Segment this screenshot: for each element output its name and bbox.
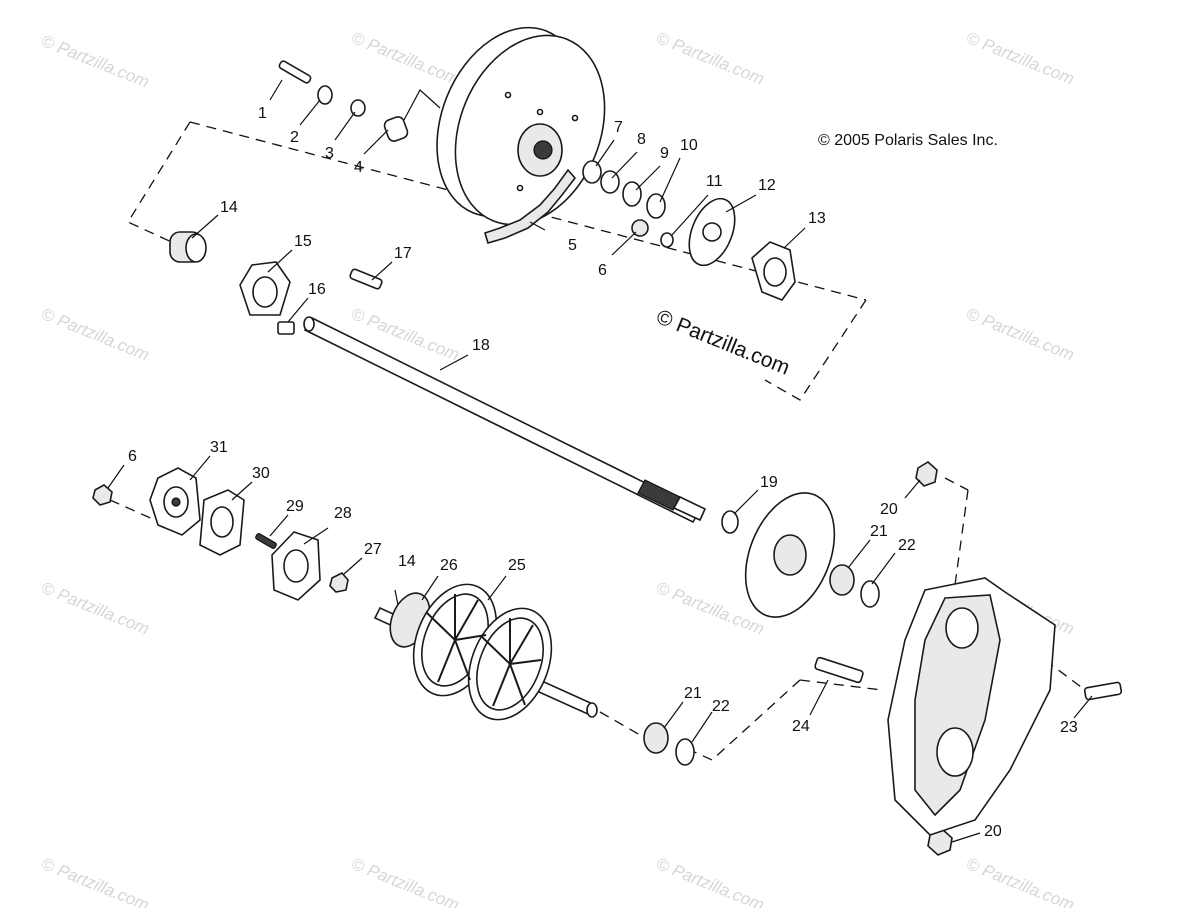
watermark: © Partzilla.com (964, 304, 1077, 365)
callout-31: 31 (210, 439, 228, 456)
jackshaft (303, 316, 707, 524)
watermark: © Partzilla.com (349, 28, 462, 89)
oring-22 (675, 738, 695, 766)
callout-25: 25 (508, 557, 526, 574)
callout-14-lower: 14 (398, 553, 416, 570)
callout-28: 28 (334, 505, 352, 522)
callout-6: 6 (598, 262, 607, 279)
ring-8 (600, 170, 620, 194)
seal-21 (829, 564, 855, 596)
seal-21 (643, 722, 669, 754)
chaincase-upper-bore (945, 607, 979, 649)
callout-14: 14 (220, 199, 238, 216)
callout-20: 20 (880, 501, 898, 518)
bolt-24 (814, 656, 864, 684)
watermark: © Partzilla.com (654, 854, 767, 908)
dash-line (764, 299, 867, 401)
callout-23: 23 (1060, 719, 1078, 736)
leader-lines (107, 79, 1093, 843)
bolt-1 (278, 60, 312, 84)
washer-3 (350, 99, 366, 117)
drive-chain (484, 168, 577, 244)
callout-24: 24 (792, 718, 810, 735)
copyright-notice: © 2005 Polaris Sales Inc. (818, 132, 998, 149)
callout-30: 30 (252, 465, 270, 482)
dash-line (599, 711, 641, 736)
dash-line (689, 679, 801, 761)
watermark: © Partzilla.com (39, 578, 152, 639)
callout-5: 5 (568, 237, 577, 254)
callout-9: 9 (660, 145, 669, 162)
callout-26: 26 (440, 557, 458, 574)
callout-4: 4 (354, 159, 363, 176)
callout-6-lower: 6 (128, 448, 137, 465)
watermark: © Partzilla.com (39, 31, 152, 92)
callout-22: 22 (898, 537, 916, 554)
callout-16: 16 (308, 281, 326, 298)
washer-11 (660, 232, 674, 248)
callout-3: 3 (325, 145, 334, 162)
ring-9 (622, 181, 642, 207)
callout-labels: 1 2 3 4 5 6 7 8 9 10 11 12 13 14 15 16 1… (128, 105, 1078, 840)
watermark: © Partzilla.com (39, 854, 152, 908)
callout-22-lower: 22 (712, 698, 730, 715)
dash-line (109, 499, 156, 521)
callout-2: 2 (290, 129, 299, 146)
callout-21: 21 (870, 523, 888, 540)
callout-11: 11 (706, 173, 723, 190)
nut-27 (329, 572, 349, 593)
leader (403, 89, 441, 121)
oring-22 (860, 580, 880, 608)
chaincase-lower-bore (936, 727, 974, 777)
drive-shaft-assembly (373, 583, 598, 721)
ring-7 (582, 160, 602, 184)
watermark: © Partzilla.com (964, 854, 1077, 908)
dash-line (799, 679, 883, 691)
nut-20 (915, 461, 938, 487)
washer-19 (721, 510, 739, 534)
callout-13: 13 (808, 210, 826, 227)
callout-7: 7 (614, 119, 623, 136)
callout-21-lower: 21 (684, 685, 702, 702)
callout-27: 27 (364, 541, 382, 558)
key-17 (349, 268, 383, 290)
watermark: © Partzilla.com (654, 28, 767, 89)
chaincase-inner (914, 594, 1001, 817)
nut-6 (92, 484, 113, 506)
bolt-16 (277, 321, 295, 335)
upper-small-parts (169, 60, 796, 335)
watermark: © Partzilla.com (39, 304, 152, 365)
right-mid-parts (643, 461, 1123, 856)
spacer-4 (383, 116, 409, 142)
callout-10: 10 (680, 137, 698, 154)
watermark: © Partzilla.com (349, 854, 462, 908)
dash-line (944, 477, 969, 491)
dash-line (954, 489, 969, 586)
callout-8: 8 (637, 131, 646, 148)
callout-20-lower: 20 (984, 823, 1002, 840)
callout-29: 29 (286, 498, 304, 515)
lower-left-parts (92, 467, 349, 601)
callout-1: 1 (258, 105, 267, 122)
dash-line (127, 121, 191, 246)
driven-pulley (436, 26, 606, 226)
callout-12: 12 (758, 177, 776, 194)
callout-19: 19 (760, 474, 778, 491)
callout-17: 17 (394, 245, 412, 262)
washer-2 (317, 85, 333, 105)
partzilla-watermark: © Partzilla.com (653, 305, 793, 379)
bolt-23 (1083, 681, 1123, 701)
callout-15: 15 (294, 233, 312, 250)
pin-29 (255, 533, 277, 549)
callout-18: 18 (472, 337, 490, 354)
watermark: © Partzilla.com (964, 28, 1077, 89)
